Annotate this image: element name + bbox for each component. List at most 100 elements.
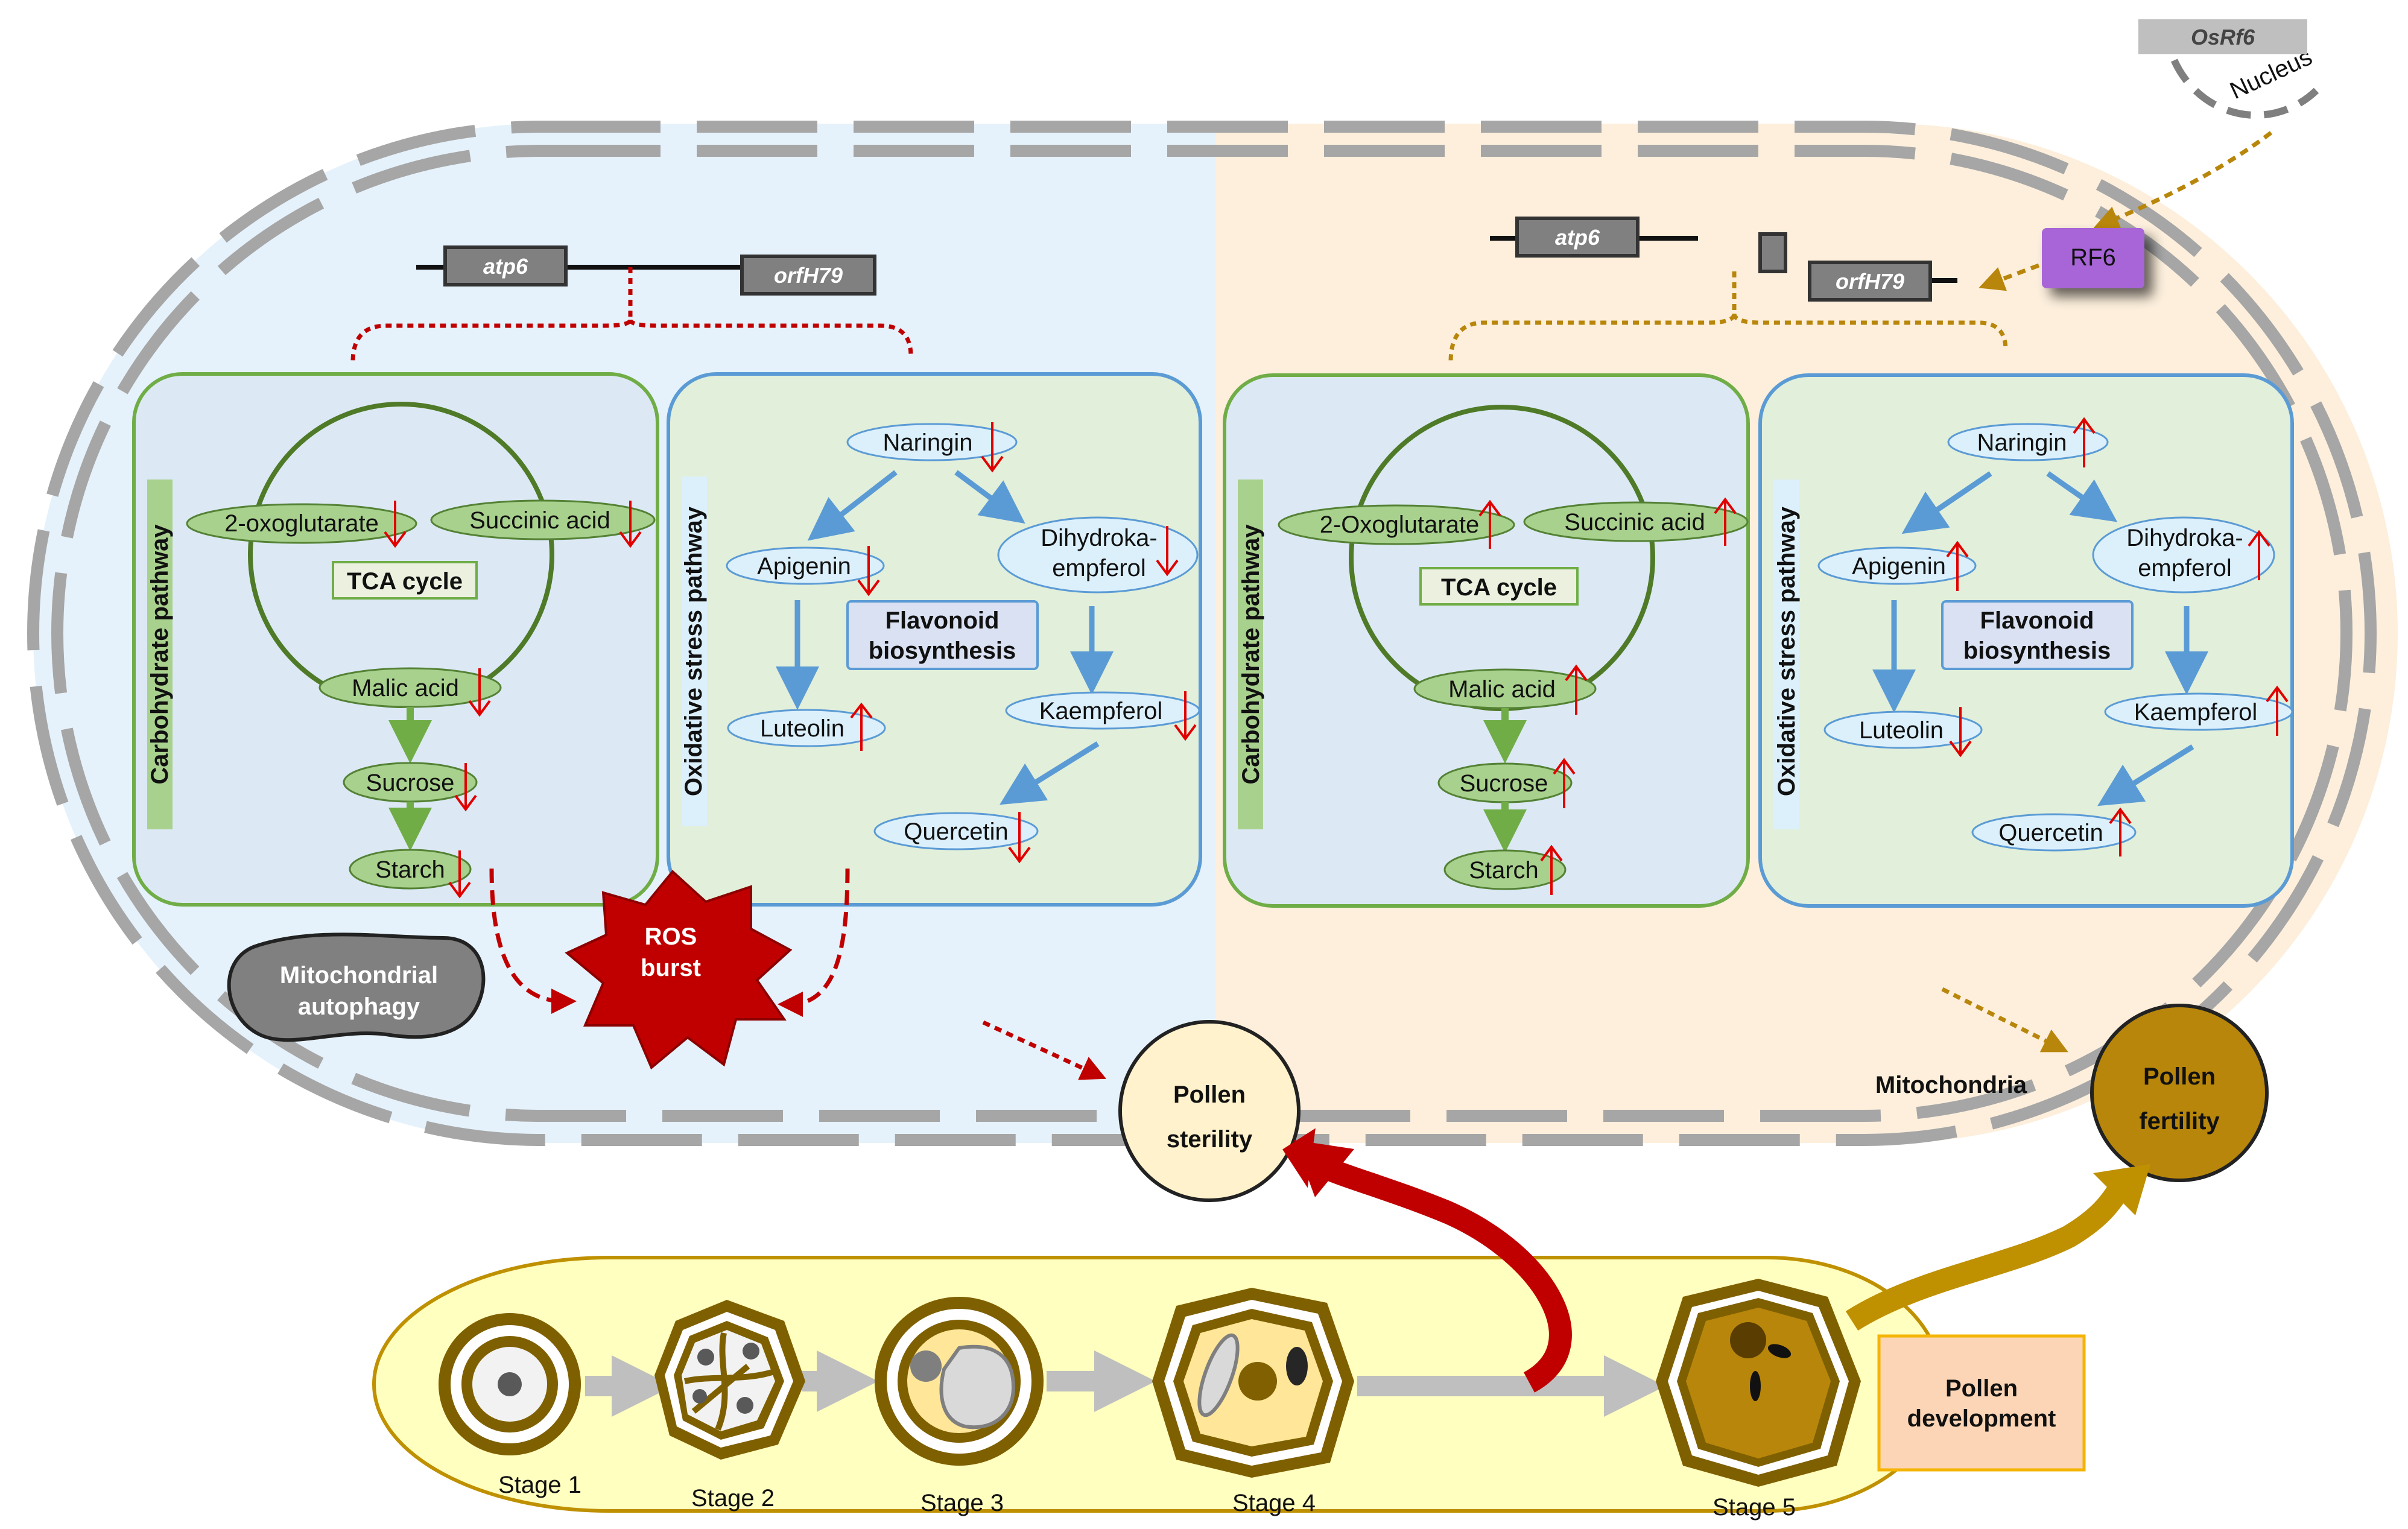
fertility-development-arrow	[1845, 1176, 2134, 1331]
right-carbohydrate-label: Carbohydrate pathway	[1238, 524, 1264, 785]
left-succinic-acid: Succinic acid	[430, 499, 656, 548]
up-arrow-icon	[1540, 844, 1563, 895]
down-arrow-icon	[857, 546, 880, 597]
left-2-oxoglutarate: 2-oxoglutarate	[186, 501, 417, 548]
sterility-label-1: Pollen	[1173, 1081, 1246, 1108]
svg-text:2-oxoglutarate: 2-oxoglutarate	[224, 510, 379, 537]
left-atp6-label: atp6	[483, 254, 528, 279]
left-malic-acid: Malic acid	[318, 667, 502, 717]
mitochondria-label: Mitochondria	[1875, 1072, 2027, 1098]
ros-label-1: ROS	[645, 923, 697, 950]
right-flavonoid-label-2: biosynthesis	[1963, 638, 2111, 664]
right-carbohydrate-box: Carbohydrate pathway TCA cycle 2-Oxoglut…	[1223, 373, 1750, 908]
down-arrow-icon	[981, 422, 1004, 473]
fertility-label-2: fertility	[2139, 1108, 2220, 1135]
svg-text:Sucrose: Sucrose	[1460, 770, 1548, 797]
left-carbohydrate-label: Carbohydrate pathway	[147, 524, 173, 785]
oxidative-to-ros-arrow	[778, 868, 850, 1017]
left-luteolin: Luteolin	[727, 702, 886, 751]
right-flavonoid-label-1: Flavonoid	[1980, 607, 2094, 634]
left-flavonoid-label-1: Flavonoid	[886, 607, 1000, 634]
right-oxidative-box: Oxidative stress pathway Naringin Apigen…	[1758, 373, 2294, 908]
left-orfh79-label: orfH79	[774, 263, 843, 288]
right-apigenin: Apigenin	[1817, 540, 1977, 591]
rf6-label: RF6	[2070, 244, 2116, 271]
nucleus: Nucleus OsRf6	[2138, 19, 2319, 119]
svg-text:Dihydroka-: Dihydroka-	[2126, 525, 2243, 551]
svg-text:Naringin: Naringin	[883, 429, 973, 456]
stage-4-pollen	[1152, 1288, 1354, 1478]
left-sucrose: Sucrose	[343, 762, 478, 812]
right-gene-construct: atp6 orfH79	[1448, 217, 2008, 362]
to-sterility-arrow	[982, 1020, 1107, 1080]
svg-text:Starch: Starch	[375, 856, 445, 883]
stage-3-pollen	[875, 1297, 1044, 1466]
svg-text:2-Oxoglutarate: 2-Oxoglutarate	[1320, 511, 1480, 538]
right-tca-label: TCA cycle	[1441, 574, 1557, 601]
svg-text:Quercetin: Quercetin	[1998, 820, 2103, 846]
right-kaempferol: Kaempferol	[2104, 685, 2293, 736]
up-arrow-icon	[1553, 758, 1576, 808]
left-flavonoid-label-2: biosynthesis	[869, 638, 1016, 664]
stage-5-label: Stage 5	[1713, 1494, 1796, 1521]
svg-text:Kaempferol: Kaempferol	[2134, 699, 2258, 726]
svg-text:empferol: empferol	[2138, 555, 2232, 581]
svg-text:Malic acid: Malic acid	[1448, 676, 1556, 703]
stage-4-label: Stage 4	[1232, 1490, 1316, 1516]
osrf6-label: OsRf6	[2191, 25, 2255, 49]
left-dihydrokaempferol: Dihydroka- empferol	[997, 516, 1199, 594]
right-succinic-acid: Succinic acid	[1523, 497, 1749, 546]
ros-label-2: burst	[641, 955, 701, 981]
up-arrow-icon	[1565, 664, 1588, 715]
down-arrow-icon	[448, 850, 471, 899]
left-quercetin: Quercetin	[873, 812, 1039, 864]
up-arrow-icon	[2109, 807, 2132, 856]
up-arrow-icon	[850, 702, 873, 751]
svg-text:Apigenin: Apigenin	[1852, 553, 1946, 580]
right-orfh79-label: orfH79	[1836, 269, 1904, 294]
up-arrow-icon	[1946, 540, 1969, 591]
svg-text:Succinic acid: Succinic acid	[469, 507, 610, 534]
up-arrow-icon	[1478, 499, 1501, 549]
fertility-arrowhead	[2093, 1164, 2150, 1215]
carbohydrate-to-ros-arrow	[489, 868, 577, 1014]
left-oxidative-box: Oxidative stress pathway Naringin Apigen…	[667, 372, 1202, 907]
stage-2-pollen	[654, 1300, 805, 1460]
stage-1-pollen	[439, 1313, 581, 1455]
pollen-sterility: Pollen sterility	[1118, 1020, 1301, 1202]
svg-text:Kaempferol: Kaempferol	[1039, 698, 1163, 724]
left-naringin: Naringin	[846, 422, 1018, 473]
right-luteolin: Luteolin	[1823, 707, 1983, 758]
right-sucrose: Sucrose	[1437, 758, 1576, 808]
svg-text:Dihydroka-: Dihydroka-	[1041, 525, 1157, 551]
left-oxidative-label: Oxidative stress pathway	[680, 506, 707, 796]
sterility-label-2: sterility	[1167, 1126, 1253, 1153]
left-apigenin: Apigenin	[726, 546, 885, 597]
development-label-1: Pollen	[1945, 1375, 2018, 1402]
stage-1-label: Stage 1	[498, 1472, 581, 1498]
down-arrow-icon	[1008, 812, 1031, 864]
down-arrow-icon	[619, 501, 642, 548]
svg-text:Naringin: Naringin	[1977, 429, 2067, 456]
sterility-arrowhead	[1294, 1140, 1354, 1197]
osrf6-gene-box	[2138, 19, 2307, 54]
left-tca-label: TCA cycle	[347, 568, 463, 595]
right-2-oxoglutarate: 2-Oxoglutarate	[1278, 499, 1515, 549]
up-arrow-icon	[1714, 497, 1737, 546]
up-arrow-icon	[2266, 685, 2289, 736]
down-arrow-icon	[1156, 526, 1179, 577]
pollen-fertility: Pollen fertility	[2090, 1004, 2269, 1182]
svg-text:Succinic acid: Succinic acid	[1564, 509, 1705, 536]
up-arrow-icon	[2248, 530, 2270, 580]
sterility-development-arrow	[1306, 1151, 1572, 1393]
svg-text:Quercetin: Quercetin	[904, 818, 1008, 845]
mitochondrial-autophagy: Mitochondrial autophagy	[227, 932, 486, 1042]
stage-3-label: Stage 3	[920, 1490, 1004, 1516]
nucleus-to-rf6-arrow	[2093, 131, 2273, 230]
left-gene-construct: atp6 orfH79	[350, 245, 913, 362]
autophagy-label-2: autophagy	[298, 993, 420, 1020]
ros-burst: ROS burst	[565, 870, 793, 1070]
stage-labels: Stage 1 Stage 2 Stage 3 Stage 4 Stage 5	[498, 1472, 1796, 1521]
down-arrow-icon	[1174, 691, 1197, 741]
